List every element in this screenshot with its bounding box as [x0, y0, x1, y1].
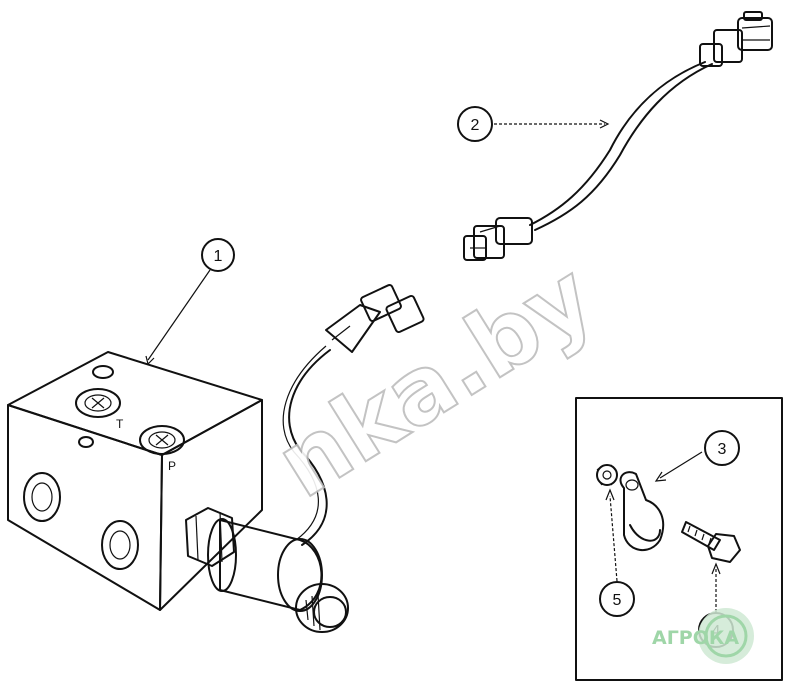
cable-clamp [619, 471, 665, 551]
leader-lines [145, 119, 721, 612]
bolt [681, 521, 741, 563]
lower-connector [463, 217, 533, 261]
upper-connector [699, 11, 773, 67]
port-p-label: P [168, 459, 176, 473]
valve-block: T P [7, 351, 263, 611]
callout-5-label: 5 [613, 592, 622, 609]
callout-1: 1 [201, 238, 235, 272]
hardware-kit-box [575, 397, 783, 681]
callout-1-label: 1 [214, 248, 223, 265]
agroka-logo: АГРОКА [652, 608, 754, 664]
pressure-switch [185, 284, 425, 633]
port-t-label: T [116, 417, 124, 431]
callout-2: 2 [457, 106, 493, 142]
callout-5: 5 [599, 581, 635, 617]
logo-text: АГРОКА [652, 627, 739, 649]
callout-3-label: 3 [718, 441, 727, 458]
watermark-text: nka.by [259, 243, 612, 519]
wire-harness [463, 11, 773, 261]
watermark: nka.by [258, 242, 613, 520]
star-washer [596, 464, 618, 486]
callout-2-label: 2 [471, 117, 480, 134]
callout-3: 3 [704, 430, 740, 466]
